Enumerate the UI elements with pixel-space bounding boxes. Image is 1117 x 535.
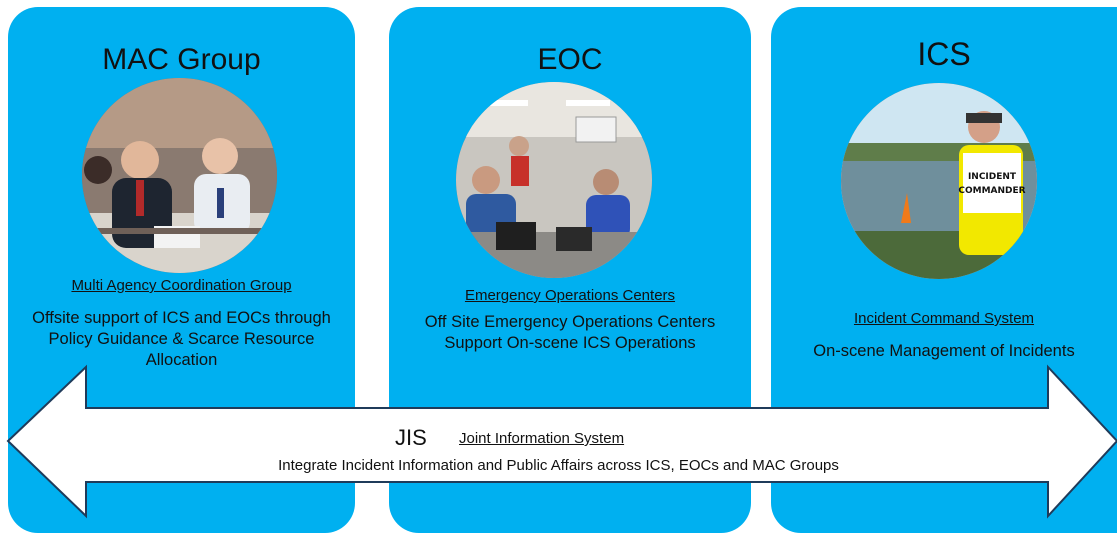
eoc-panel: EOC Emergency Operations Centers Off Sit… (389, 7, 751, 533)
incident-commander-photo-image: INCIDENT COMMANDER (841, 83, 1037, 279)
ics-description: On-scene Management of Incidents (813, 342, 1075, 360)
eoc-title: EOC (537, 43, 603, 76)
vest-text-commander: COMMANDER (958, 186, 1025, 196)
eoc-photo (456, 82, 652, 278)
mac-group-photo (82, 78, 277, 273)
ics-panel: ICS INCIDENT COMMANDER Incident Command … (771, 7, 1117, 533)
vest-text-incident: INCIDENT (968, 172, 1017, 182)
eoc-subtitle: Emergency Operations Centers (464, 287, 676, 304)
mac-group-panel: MAC Group Multi Agency Coordination Grou… (8, 7, 355, 533)
jis-description: Integrate Incident Information and Publi… (278, 457, 839, 474)
operations-room-photo-image (456, 82, 652, 278)
ics-subtitle: Incident Command System (853, 310, 1035, 327)
mac-group-subtitle: Multi Agency Coordination Group (71, 277, 292, 294)
meeting-photo-image (82, 78, 277, 273)
jis-full-name: Joint Information System (459, 430, 625, 447)
ics-photo: INCIDENT COMMANDER (841, 83, 1037, 279)
mac-group-title: MAC Group (102, 43, 261, 76)
ics-title: ICS (917, 36, 971, 72)
mac-group-description: Offsite support of ICS and EOCs through … (32, 309, 331, 369)
eoc-description: Off Site Emergency Operations Centers Su… (424, 313, 716, 352)
jis-abbreviation: JIS (395, 425, 427, 450)
